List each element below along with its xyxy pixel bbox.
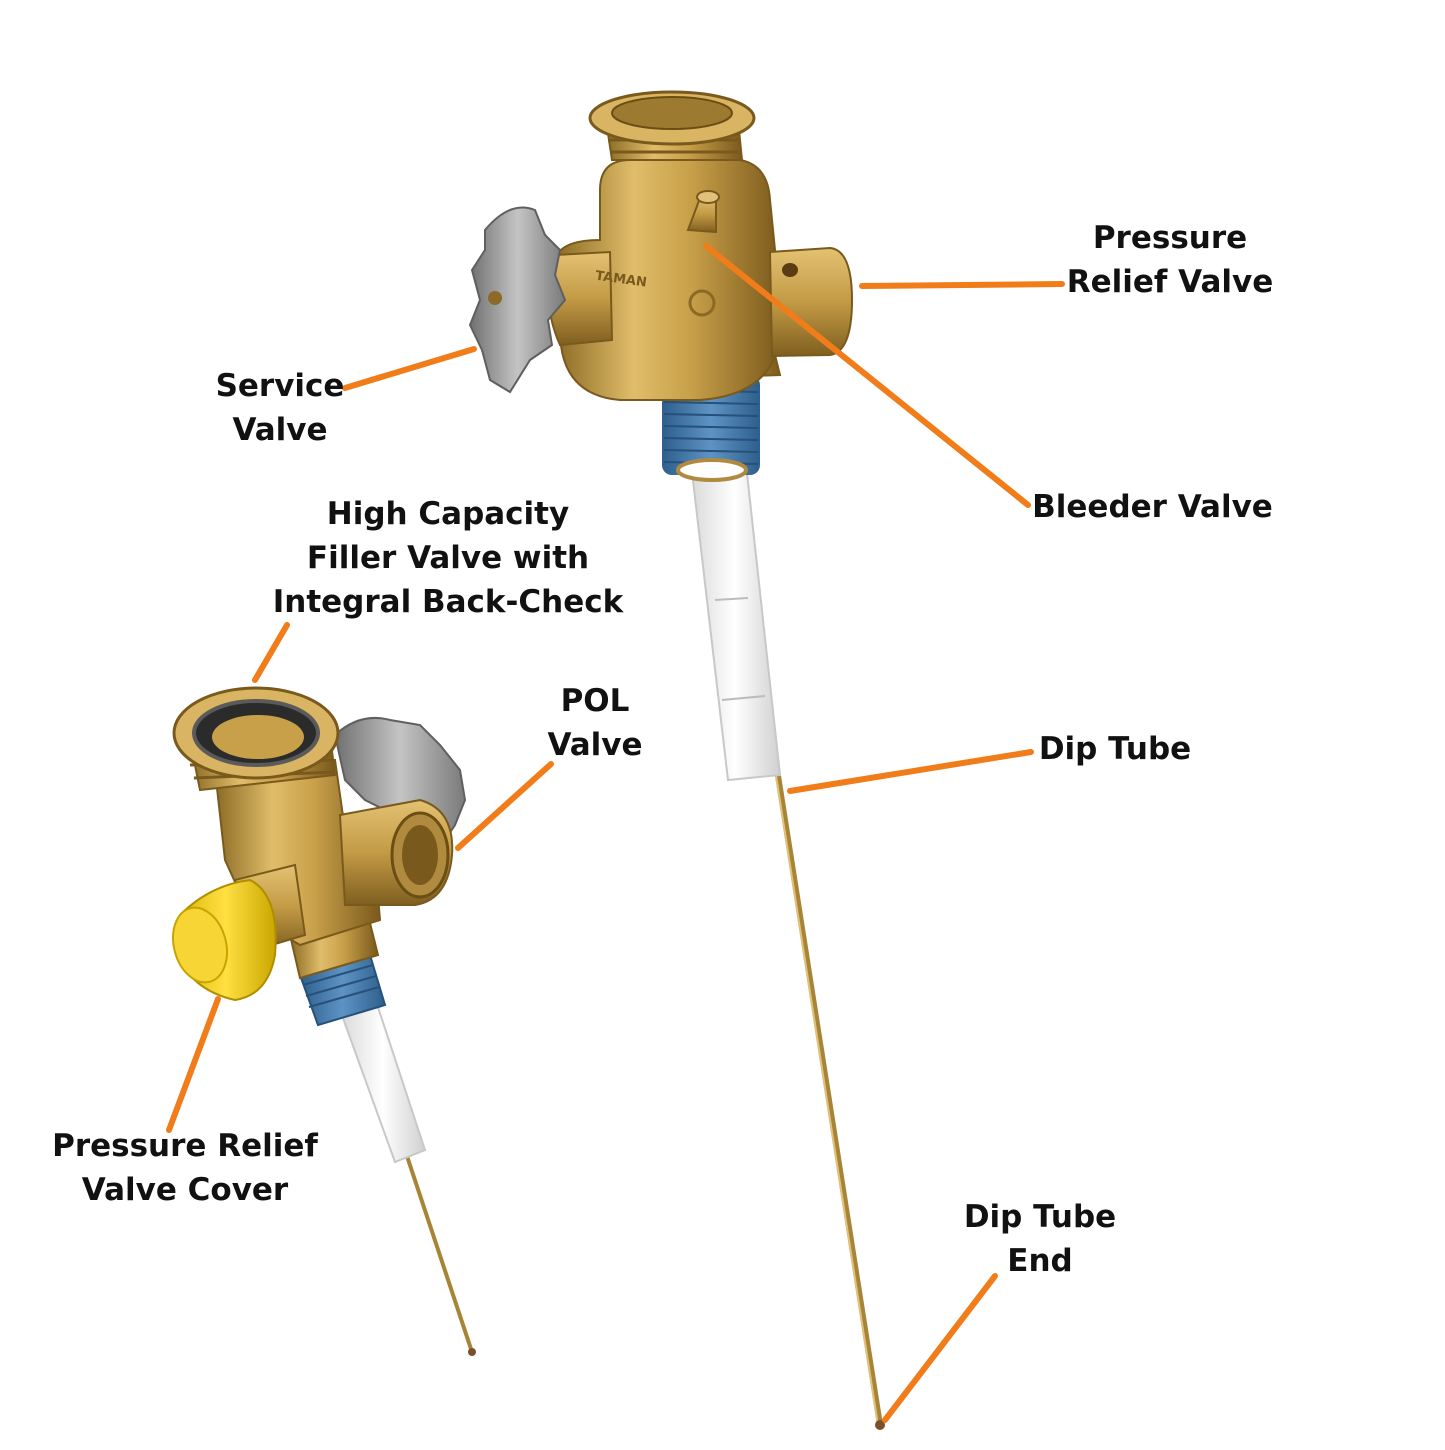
large-relief-valve-body	[768, 246, 854, 358]
label-filler-valve: High Capacity Filler Valve with Integral…	[272, 496, 624, 620]
label-pol-valve: POL Valve	[547, 683, 643, 763]
leader-pol-valve	[455, 761, 554, 851]
leader-dip-tube	[787, 749, 1034, 794]
large-dip-tube-tip	[875, 1420, 885, 1430]
leader-lines	[166, 243, 1065, 1423]
small-dip-tube-sleeve	[338, 996, 427, 1164]
large-valve-marking: TAMAN	[594, 269, 647, 291]
label-bleeder-valve: Bleeder Valve	[1032, 489, 1273, 525]
label-dip-tube-end: Dip Tube End	[963, 1199, 1117, 1279]
leader-pressure-relief-cover	[166, 996, 221, 1133]
leader-filler-valve	[252, 622, 290, 683]
small-dip-tube-rod	[393, 1118, 474, 1354]
leader-dip-tube-end	[882, 1273, 998, 1423]
large-dip-tube-sleeve	[688, 454, 782, 782]
large-service-handwheel	[468, 206, 567, 394]
leader-service-valve	[342, 346, 477, 391]
leader-bleeder-valve	[703, 243, 1031, 508]
label-pressure-relief-cover: Pressure Relief Valve Cover	[52, 1128, 318, 1208]
large-valve-illustration: TAMAN	[468, 90, 885, 1430]
small-valve-illustration	[172, 686, 476, 1356]
leader-pressure-relief-valve	[859, 281, 1065, 289]
label-pressure-relief-valve: Pressure Relief Valve	[1066, 220, 1274, 300]
label-service-valve: Service Valve	[215, 368, 345, 448]
label-dip-tube: Dip Tube	[1038, 731, 1192, 767]
